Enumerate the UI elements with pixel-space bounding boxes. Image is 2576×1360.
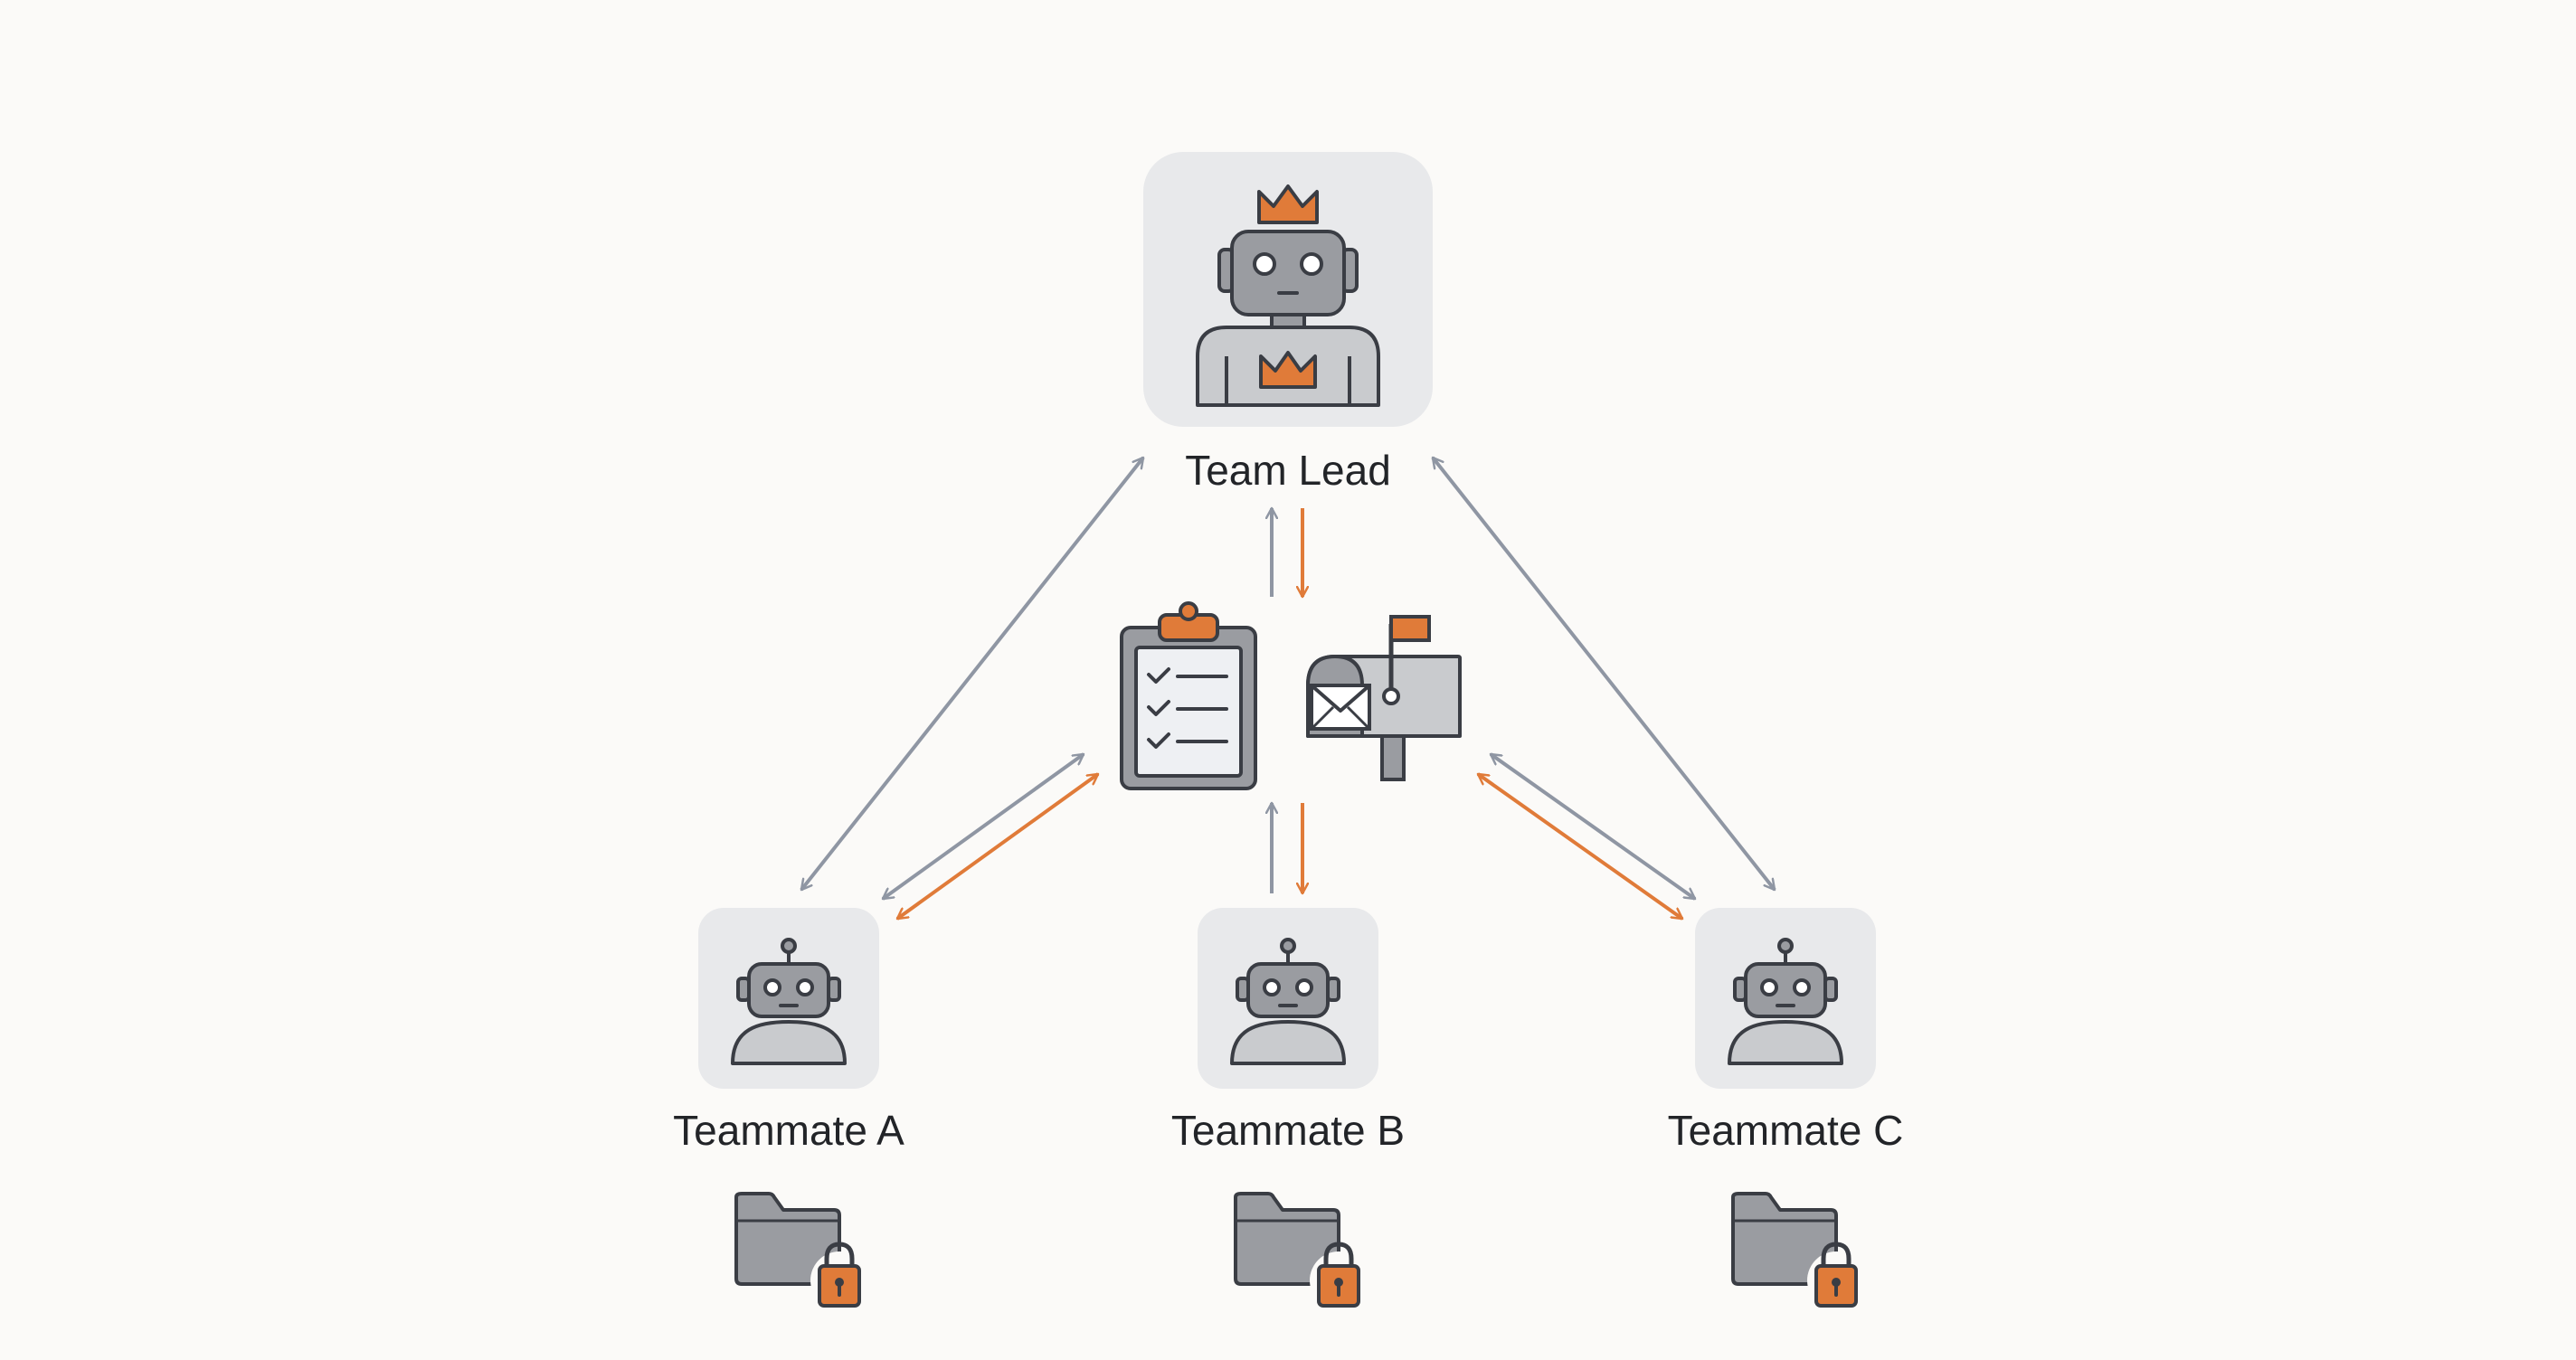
arrow-teammate-c-mailbox-gray [1491, 752, 1695, 901]
arrow-lead-teammate-a [800, 458, 1145, 890]
crown-emblem-icon [1259, 351, 1317, 389]
arrow-teammate-c-mailbox-orange [1478, 772, 1682, 921]
arrow-teammate-a-tasks-gray [883, 752, 1084, 901]
teammate-b-node: Teammate B [1171, 908, 1405, 1309]
crown-icon [1257, 184, 1319, 224]
team-lead-label: Team Lead [1185, 447, 1391, 494]
team-lead-node: Team Lead [1143, 152, 1433, 494]
arrow-teammate-a-tasks-orange [897, 772, 1098, 921]
locked-folder-icon [736, 1194, 868, 1309]
teammate-c-label: Teammate C [1668, 1107, 1904, 1154]
teammate-c-node: Teammate C [1668, 908, 1904, 1309]
arrows [800, 458, 1776, 921]
locked-folder-icon [1733, 1194, 1865, 1309]
robot-icon [1196, 184, 1380, 407]
teammate-b-label: Teammate B [1171, 1107, 1405, 1154]
teammate-a-node: Teammate A [673, 908, 904, 1309]
locked-folder-icon [1236, 1194, 1368, 1309]
clipboard-checklist-icon [1120, 601, 1257, 790]
mailbox-icon [1306, 615, 1462, 781]
arrow-lead-teammate-c [1431, 458, 1776, 890]
teammate-a-label: Teammate A [673, 1107, 904, 1154]
